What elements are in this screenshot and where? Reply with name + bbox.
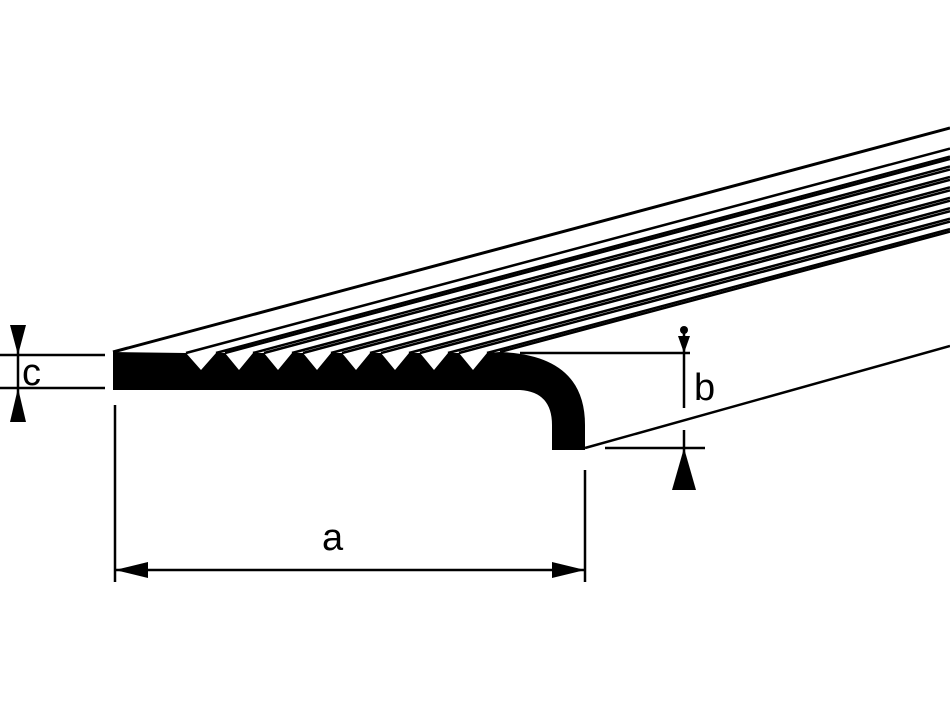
- dimension-label-b: b: [694, 367, 715, 409]
- ridge-line: [458, 220, 950, 355]
- ridge-line: [447, 217, 950, 355]
- ridge-lines: [185, 147, 950, 355]
- dimension-b: [520, 330, 705, 490]
- dimension-label-a: a: [322, 517, 344, 559]
- ridge-line: [215, 155, 950, 355]
- arrow-down-icon: [10, 325, 26, 355]
- arrow-down-icon: [678, 336, 690, 353]
- profile-cross-section: [113, 352, 585, 450]
- dimension-dot-icon: [680, 326, 688, 334]
- ridge-line: [263, 168, 950, 355]
- arrow-right-icon: [552, 562, 585, 578]
- ridge-line: [369, 196, 950, 355]
- ridge-line: [341, 189, 950, 355]
- ridge-line: [499, 230, 950, 354]
- top-edge-line: [112, 126, 950, 354]
- dimension-label-c: c: [22, 352, 41, 394]
- ridge-line: [291, 175, 950, 355]
- dimension-a: [113, 405, 587, 582]
- bottom-edge-line: [584, 344, 950, 450]
- ridge-line: [486, 227, 950, 355]
- ridge-line: [330, 186, 950, 355]
- ridge-line: [380, 199, 950, 355]
- ridge-line: [419, 209, 950, 355]
- ridge-line: [224, 157, 950, 355]
- ridge-line: [408, 207, 950, 355]
- ridge-line: [252, 165, 950, 355]
- ridge-line: [302, 178, 950, 355]
- arrow-up-icon: [10, 388, 26, 422]
- ridge-line: [185, 147, 950, 355]
- arrow-up-icon: [672, 448, 696, 490]
- arrow-left-icon: [115, 562, 148, 578]
